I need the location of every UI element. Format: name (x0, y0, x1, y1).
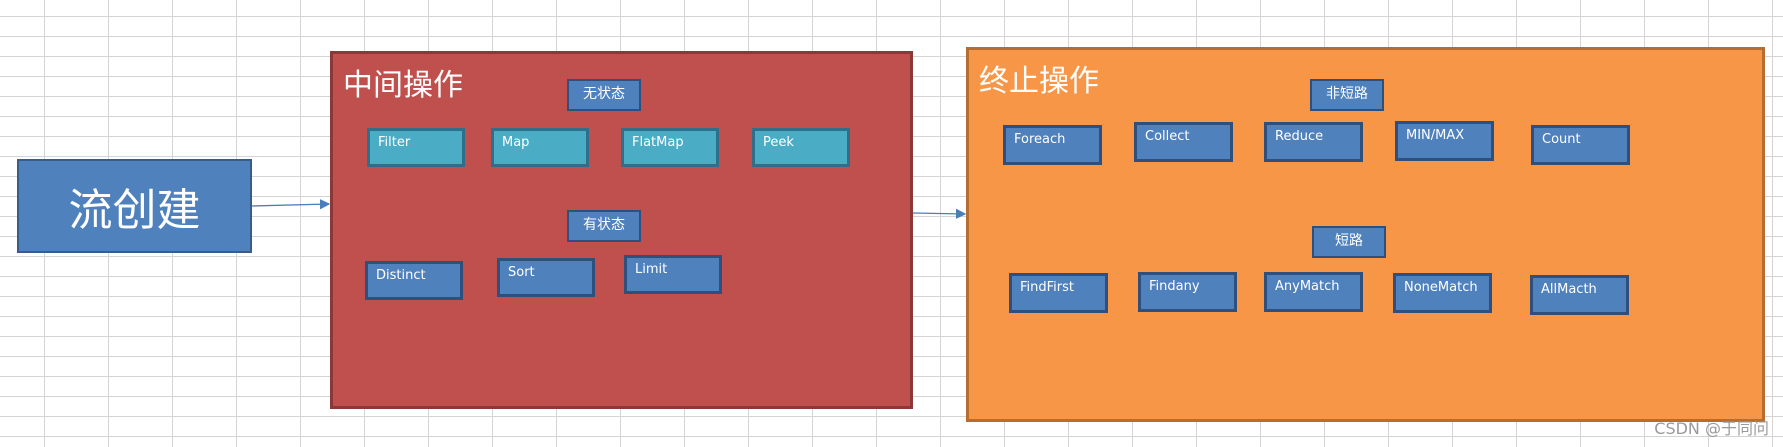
arrow-intermediate-to-terminal (912, 208, 967, 220)
terminal-ops-panel: 终止操作 非短路 Foreach Collect Reduce MIN/MAX … (966, 47, 1765, 422)
op-collect: Collect (1134, 122, 1233, 162)
op-anymatch: AnyMatch (1264, 272, 1363, 312)
op-nonematch: NoneMatch (1393, 273, 1492, 313)
stateful-label: 有状态 (567, 210, 641, 242)
short-circuit-label: 短路 (1312, 226, 1386, 258)
op-findfirst: FindFirst (1009, 273, 1108, 313)
arrow-create-to-intermediate (251, 199, 331, 210)
op-allmacth: AllMacth (1530, 275, 1629, 315)
op-map: Map (491, 128, 589, 167)
intermediate-ops-panel: 中间操作 无状态 Filter Map FlatMap Peek 有状态 Dis… (330, 51, 913, 409)
op-distinct: Distinct (365, 261, 463, 300)
op-count: Count (1531, 125, 1630, 165)
op-foreach: Foreach (1003, 125, 1102, 165)
non-short-circuit-label: 非短路 (1310, 79, 1384, 111)
watermark-text: CSDN @于同问 (1654, 419, 1769, 438)
stream-create-box: 流创建 (17, 159, 252, 253)
op-sort: Sort (497, 258, 595, 297)
op-findany: Findany (1138, 272, 1237, 312)
op-limit: Limit (624, 255, 722, 294)
stateless-label: 无状态 (567, 79, 641, 111)
op-flatmap: FlatMap (621, 128, 719, 167)
terminal-ops-title: 终止操作 (979, 64, 1099, 99)
op-reduce: Reduce (1264, 122, 1363, 162)
op-peek: Peek (752, 128, 850, 167)
stream-create-label: 流创建 (68, 185, 201, 236)
intermediate-ops-title: 中间操作 (343, 68, 463, 103)
op-filter: Filter (367, 128, 465, 167)
op-min-max: MIN/MAX (1395, 121, 1494, 161)
